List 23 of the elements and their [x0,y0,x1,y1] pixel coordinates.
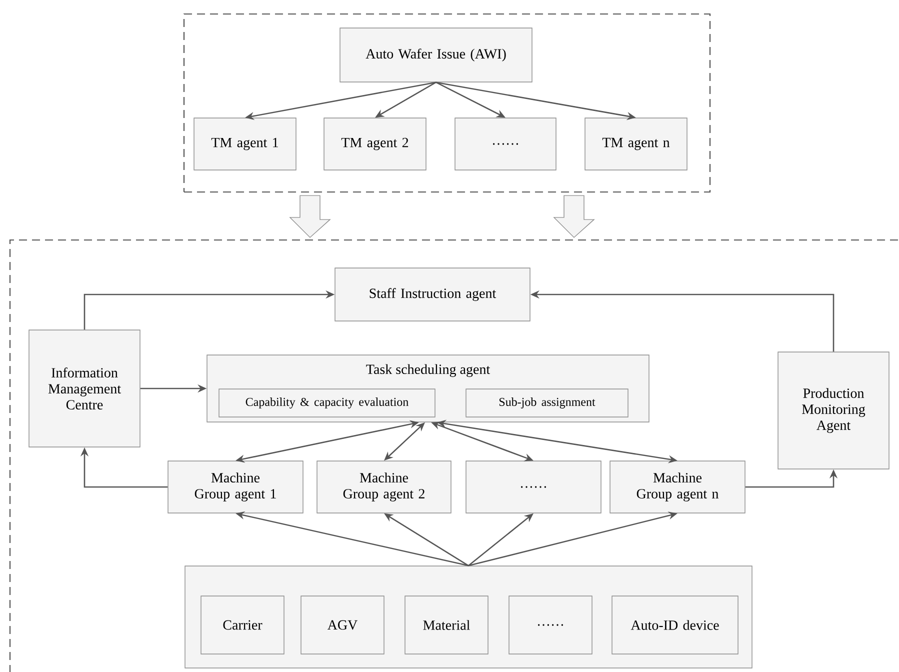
agent-box: Machine Group agent 2 [316,460,452,514]
agent-box: …… [508,596,592,654]
agent-box: AGV [300,596,384,654]
agent-box: Staff Instruction agent [334,268,530,322]
function-box: Sub-job assignment [466,388,628,418]
agent-box: Machine Group agent n [610,460,746,514]
agent-box: Production Monitoring Agent [778,352,890,470]
agent-box: TM agent n [584,118,688,170]
block-arrow [553,195,595,238]
dashed-group-frame [9,239,899,672]
agent-box: Auto Wafer Issue (AWI) [340,28,532,82]
agent-box: Machine Group agent 1 [168,460,304,514]
agent-box: TM agent 2 [324,118,426,170]
block-arrow [289,195,331,238]
agent-box: …… [466,460,602,514]
agent-box: TM agent 1 [194,118,296,170]
function-box: Capability & capacity evaluation [218,388,436,418]
agent-box: Material [404,596,488,654]
agent-box: Auto-ID device [612,596,738,654]
agent-box: Information Management Centre [28,330,140,448]
agent-box: Carrier [200,596,284,654]
dashed-group-frame [183,13,711,193]
agent-box: …… [454,118,556,170]
